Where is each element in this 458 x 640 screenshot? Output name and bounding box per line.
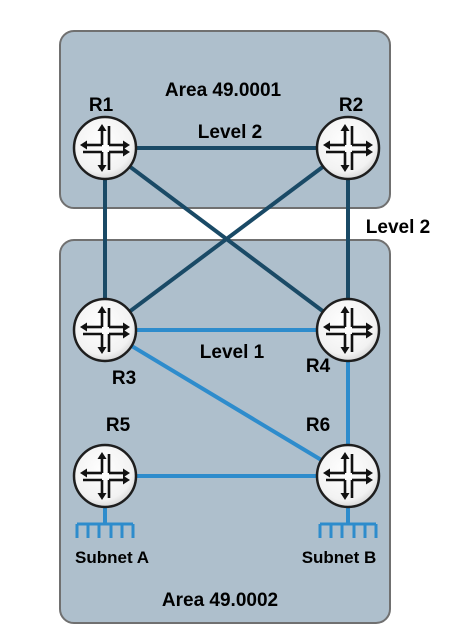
router-r3-icon (72, 297, 138, 363)
router-r4-icon (315, 297, 381, 363)
area-bottom-label: Area 49.0002 (162, 590, 278, 611)
link-r3-r6 (103, 328, 350, 478)
router-r6-icon (315, 443, 381, 509)
router-r1-icon (72, 115, 138, 181)
link-level2-side-label: Level 2 (366, 217, 430, 238)
area-top-label: Area 49.0001 (165, 80, 282, 101)
router-r5-icon (72, 443, 138, 509)
router-r5-label: R5 (106, 415, 131, 436)
router-r2-label: R2 (339, 95, 363, 116)
router-r1-label: R1 (89, 95, 114, 116)
area-top-box (59, 30, 391, 209)
router-r2-icon (315, 115, 381, 181)
router-r4-label: R4 (306, 356, 331, 377)
link-level1-label: Level 1 (200, 342, 265, 363)
subnet-a-label: Subnet A (75, 548, 149, 567)
subnet-b-label: Subnet B (302, 548, 377, 567)
router-r6-label: R6 (306, 415, 330, 436)
router-r3-label: R3 (112, 368, 136, 389)
link-level2-top-label: Level 2 (198, 122, 262, 143)
link-r2-r3 (103, 146, 350, 332)
